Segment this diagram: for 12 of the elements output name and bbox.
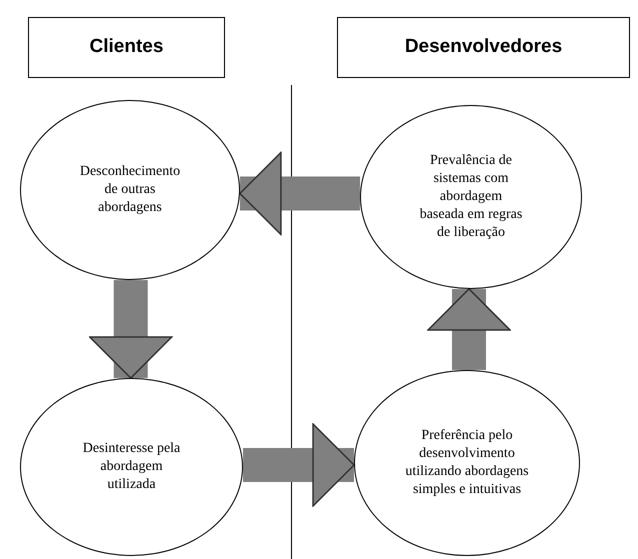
block-arrow (89, 280, 172, 379)
header-box (28, 17, 225, 78)
column-heading: Clientes (90, 35, 164, 60)
node-text: Desinteresse pela abordagem utilizada (82, 440, 182, 494)
block-arrow (242, 423, 355, 507)
node-text: Preferência pelo desenvolvimento utilizando abordagens simples e intuitivas (404, 427, 530, 499)
node-text: Desconhecimento de outras abordagens (78, 163, 182, 217)
header-box (337, 17, 630, 78)
block-arrow (427, 288, 511, 370)
block-arrow (239, 152, 360, 236)
column-heading: Desenvolvedores (404, 35, 562, 60)
node-text: Prevalência de sistemas com abordagem baseada em regras de liberação (418, 152, 524, 242)
